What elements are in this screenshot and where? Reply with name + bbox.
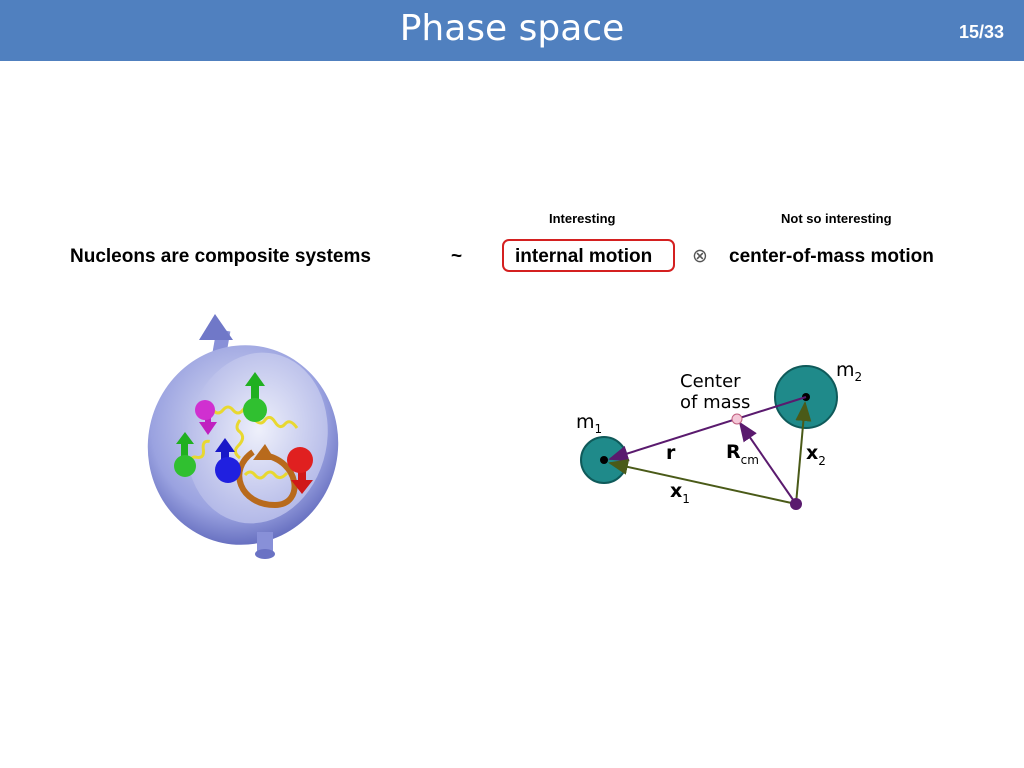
vector-r: [608, 396, 807, 462]
tensor-product-symbol: ⊗: [692, 246, 708, 267]
svg-text:Rcm: Rcm: [726, 441, 759, 467]
svg-text:x2: x2: [806, 442, 826, 468]
r-label: r: [666, 442, 676, 464]
svg-text:x1: x1: [670, 480, 690, 506]
internal-motion-text: internal motion: [515, 246, 653, 267]
nucleon-illustration: [147, 314, 339, 559]
not-interesting-label: Not so interesting: [781, 211, 892, 226]
slide-title: Phase space: [399, 8, 625, 49]
slide-header: Phase space 15/33: [0, 0, 1024, 61]
vector-x1: [608, 459, 797, 505]
svg-text:m1: m1: [576, 411, 602, 436]
vector-x2: [795, 401, 812, 505]
center-of-mass-point: [731, 413, 743, 425]
center-of-mass-diagram: m1 m2 Center of mass r Rcm x2 x1: [576, 359, 862, 510]
center-of-mass-label-1: Center: [680, 371, 741, 392]
interesting-label: Interesting: [549, 211, 616, 226]
cm-motion-text: center-of-mass motion: [729, 246, 934, 267]
origin-point: [790, 498, 802, 510]
center-of-mass-label-2: of mass: [680, 392, 750, 413]
page-number: 15/33: [958, 22, 1004, 42]
highlight-box: [502, 239, 675, 272]
svg-text:m2: m2: [836, 359, 862, 384]
nucleons-text: Nucleons are composite systems: [70, 246, 371, 267]
vector-rcm: [738, 421, 797, 505]
tilde-symbol: ~: [451, 246, 463, 267]
